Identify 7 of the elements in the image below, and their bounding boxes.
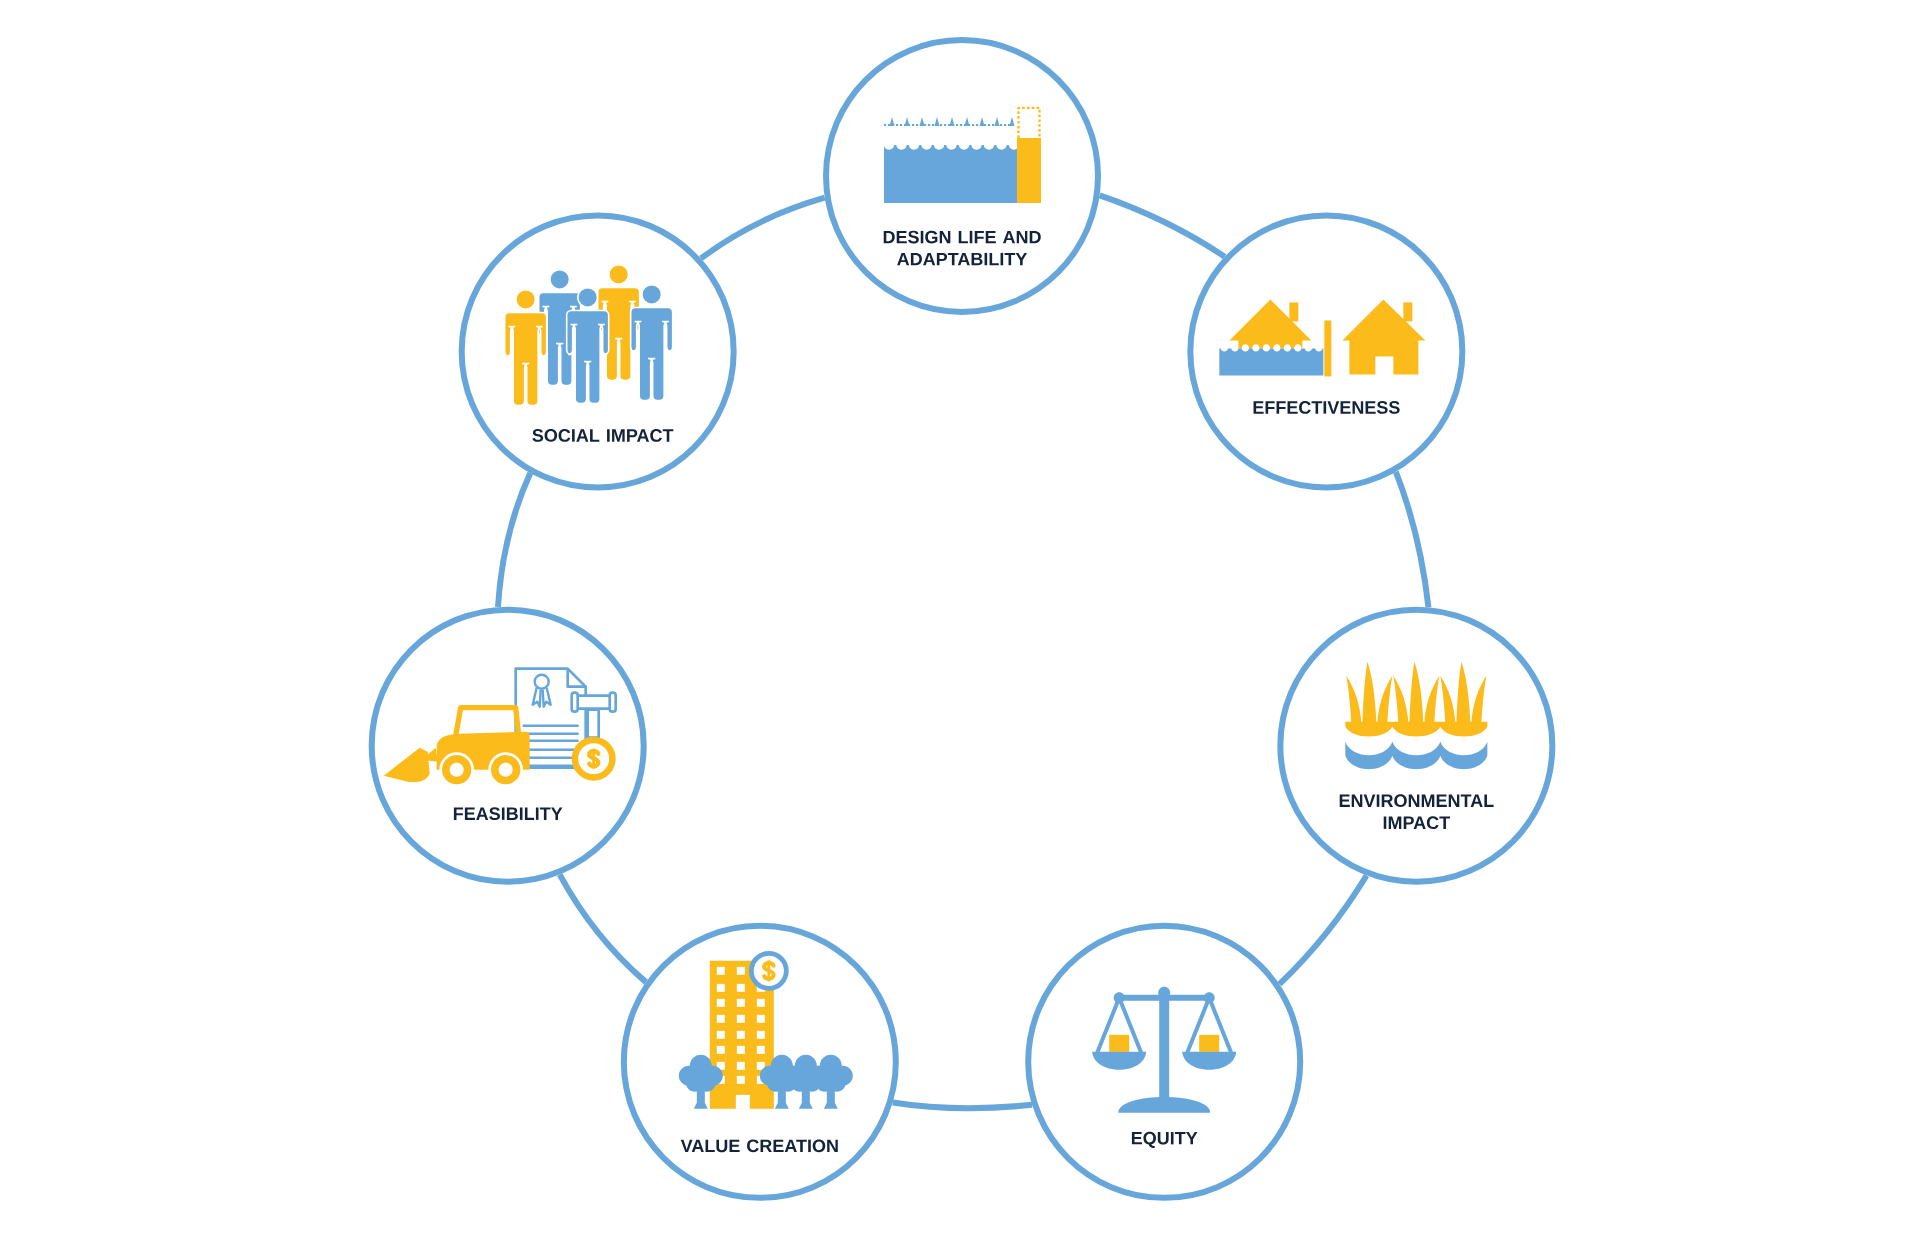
connector-line: [1277, 873, 1370, 987]
connector-line: [1098, 192, 1227, 260]
connector-line: [699, 194, 826, 261]
connector-line: [1393, 470, 1432, 608]
connector-line: [495, 471, 534, 608]
connector-line: [892, 1099, 1033, 1112]
connector-line: [557, 873, 648, 985]
